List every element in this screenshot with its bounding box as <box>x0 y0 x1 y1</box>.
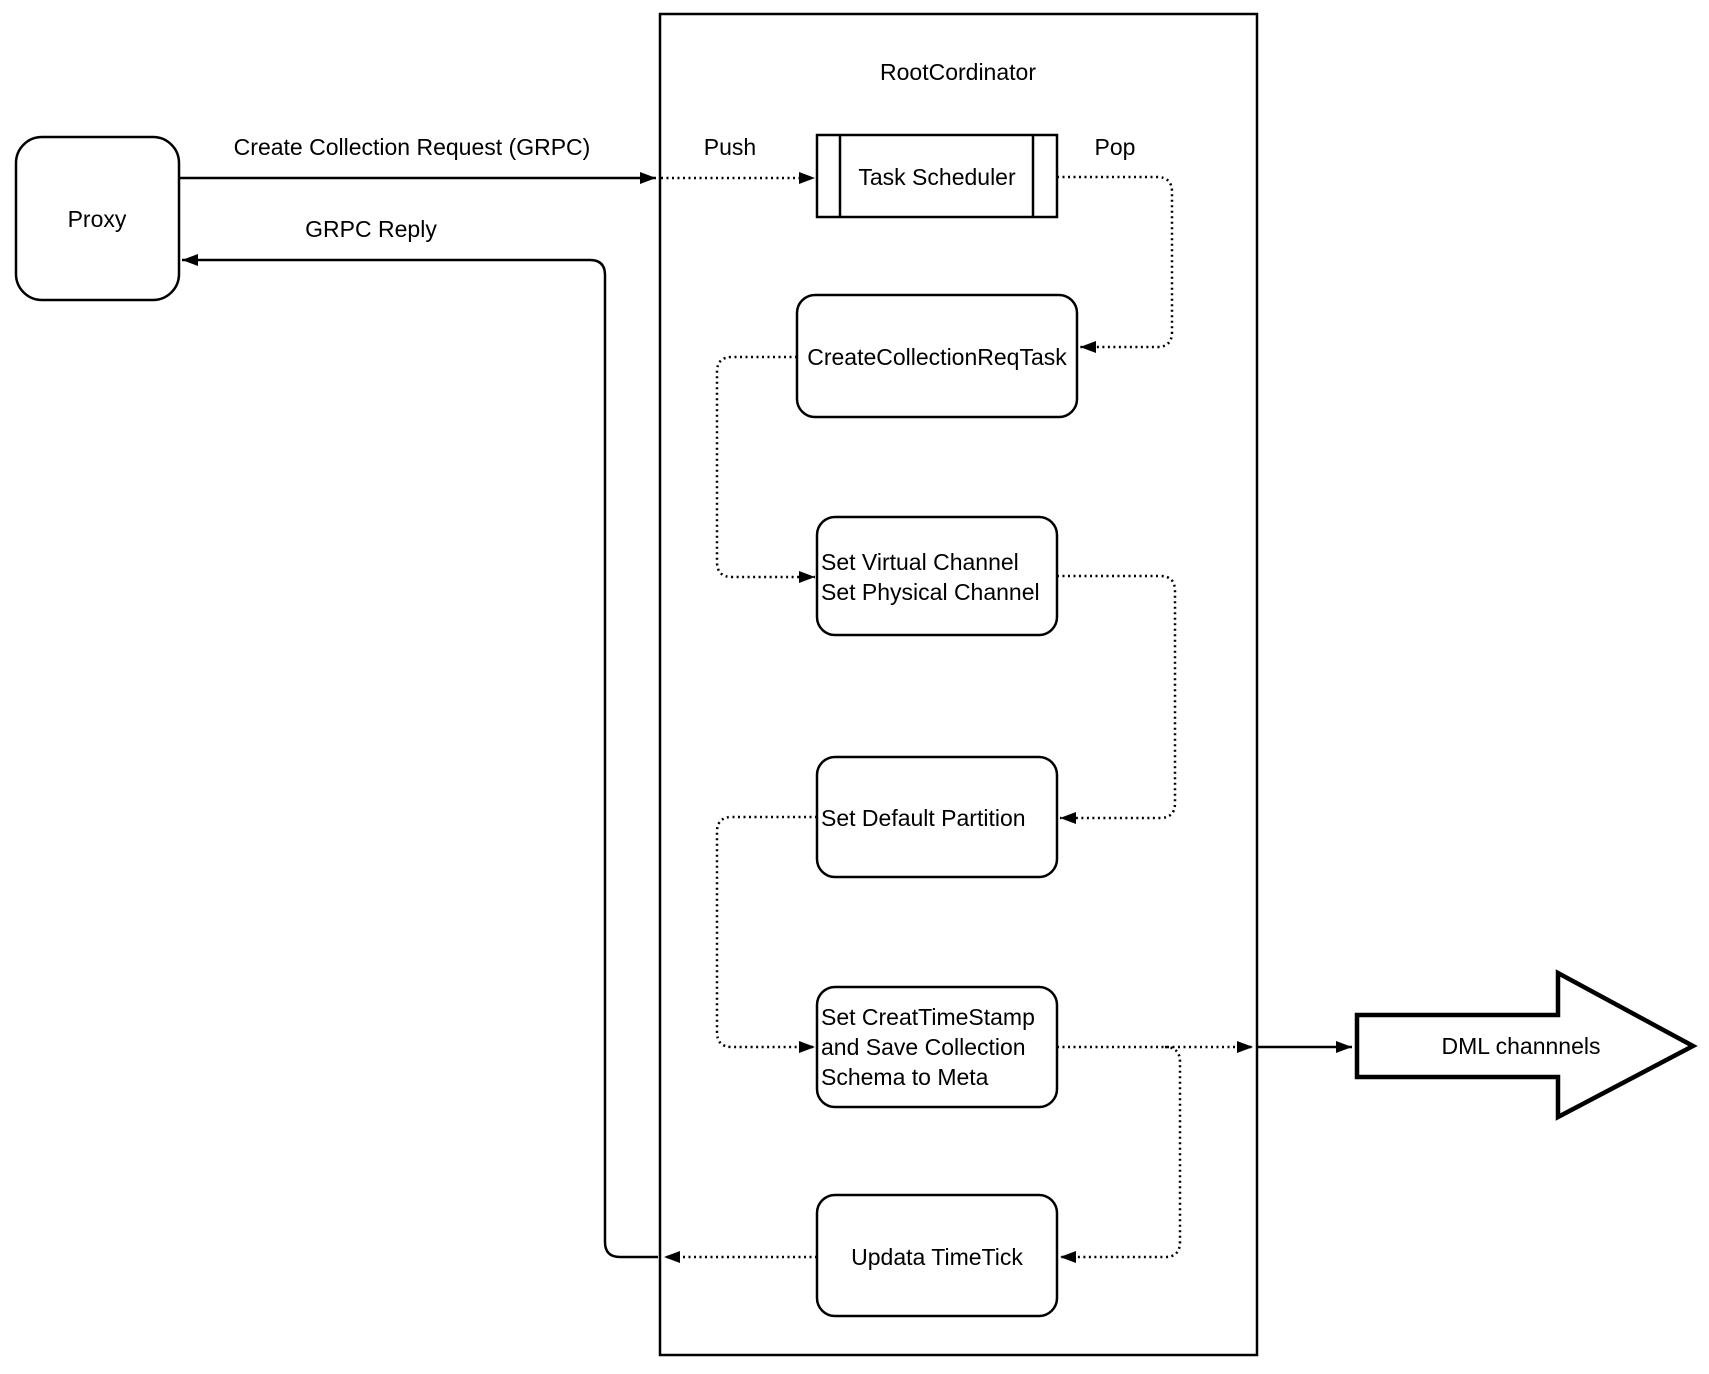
edge-creat-timestamp-to-updata-timetick-line <box>1060 1045 1182 1263</box>
task-scheduler-box <box>815 133 1059 219</box>
edge-grpc-reply-line <box>182 254 658 1259</box>
set-virtual-channel-node: Set Virtual Channel Set Physical Channel <box>815 515 1059 637</box>
set-default-partition-label: Set Default Partition <box>821 805 1026 831</box>
updata-timetick-box <box>815 1193 1059 1318</box>
edge-pop: Pop <box>1057 134 1174 353</box>
proxy-node: Proxy <box>14 135 181 302</box>
set-creat-timestamp-label-line1: Set CreatTimeStamp <box>821 1004 1035 1030</box>
edge-default-partition-to-creat-timestamp-line <box>715 815 817 1053</box>
dml-channels-shape <box>1354 969 1698 1121</box>
task-scheduler-node: Task Scheduler <box>815 133 1059 219</box>
rootcoordinator-title: RootCordinator <box>880 59 1036 85</box>
task-scheduler-label: Task Scheduler <box>858 164 1016 190</box>
edge-grpc-reply-label: GRPC Reply <box>305 216 437 242</box>
dml-channels-label: DML channnels <box>1442 1033 1601 1059</box>
edge-pop-line <box>1057 175 1174 353</box>
set-virtual-channel-label-line2: Set Physical Channel <box>821 579 1040 605</box>
edge-grpc-reply: GRPC Reply <box>182 216 658 1259</box>
proxy-label: Proxy <box>68 206 127 232</box>
updata-timetick-label: Updata TimeTick <box>851 1244 1023 1270</box>
edge-create-collection-request: Create Collection Request (GRPC) <box>179 134 656 184</box>
updata-timetick-node: Updata TimeTick <box>815 1193 1059 1318</box>
edge-create-collection-request-label: Create Collection Request (GRPC) <box>234 134 591 160</box>
set-creat-timestamp-label-line3: Schema to Meta <box>821 1064 989 1090</box>
set-virtual-channel-box <box>815 515 1059 637</box>
edge-creat-timestamp-to-updata-timetick <box>1060 1045 1182 1263</box>
edge-push-label: Push <box>704 134 756 160</box>
create-collection-req-task-node: CreateCollectionReqTask <box>795 293 1079 419</box>
set-creat-timestamp-label-line2: and Save Collection <box>821 1034 1026 1060</box>
rootcoordinator-container: RootCordinator <box>658 12 1259 1357</box>
edge-pop-label: Pop <box>1095 134 1136 160</box>
create-collection-req-task-label: CreateCollectionReqTask <box>807 344 1067 370</box>
set-virtual-channel-label-line1: Set Virtual Channel <box>821 549 1019 575</box>
set-creat-timestamp-node: Set CreatTimeStamp and Save Collection S… <box>815 985 1059 1109</box>
rootcoordinator-box <box>658 12 1259 1357</box>
proxy-box <box>14 135 181 302</box>
edge-reqtask-to-virtual-channel <box>715 355 815 583</box>
edge-default-partition-to-creat-timestamp <box>715 815 817 1053</box>
set-default-partition-node: Set Default Partition <box>815 755 1059 879</box>
dml-channels-arrow: DML channnels <box>1354 969 1698 1121</box>
edge-push: Push <box>661 134 815 184</box>
edge-reqtask-to-virtual-channel-line <box>715 355 815 583</box>
